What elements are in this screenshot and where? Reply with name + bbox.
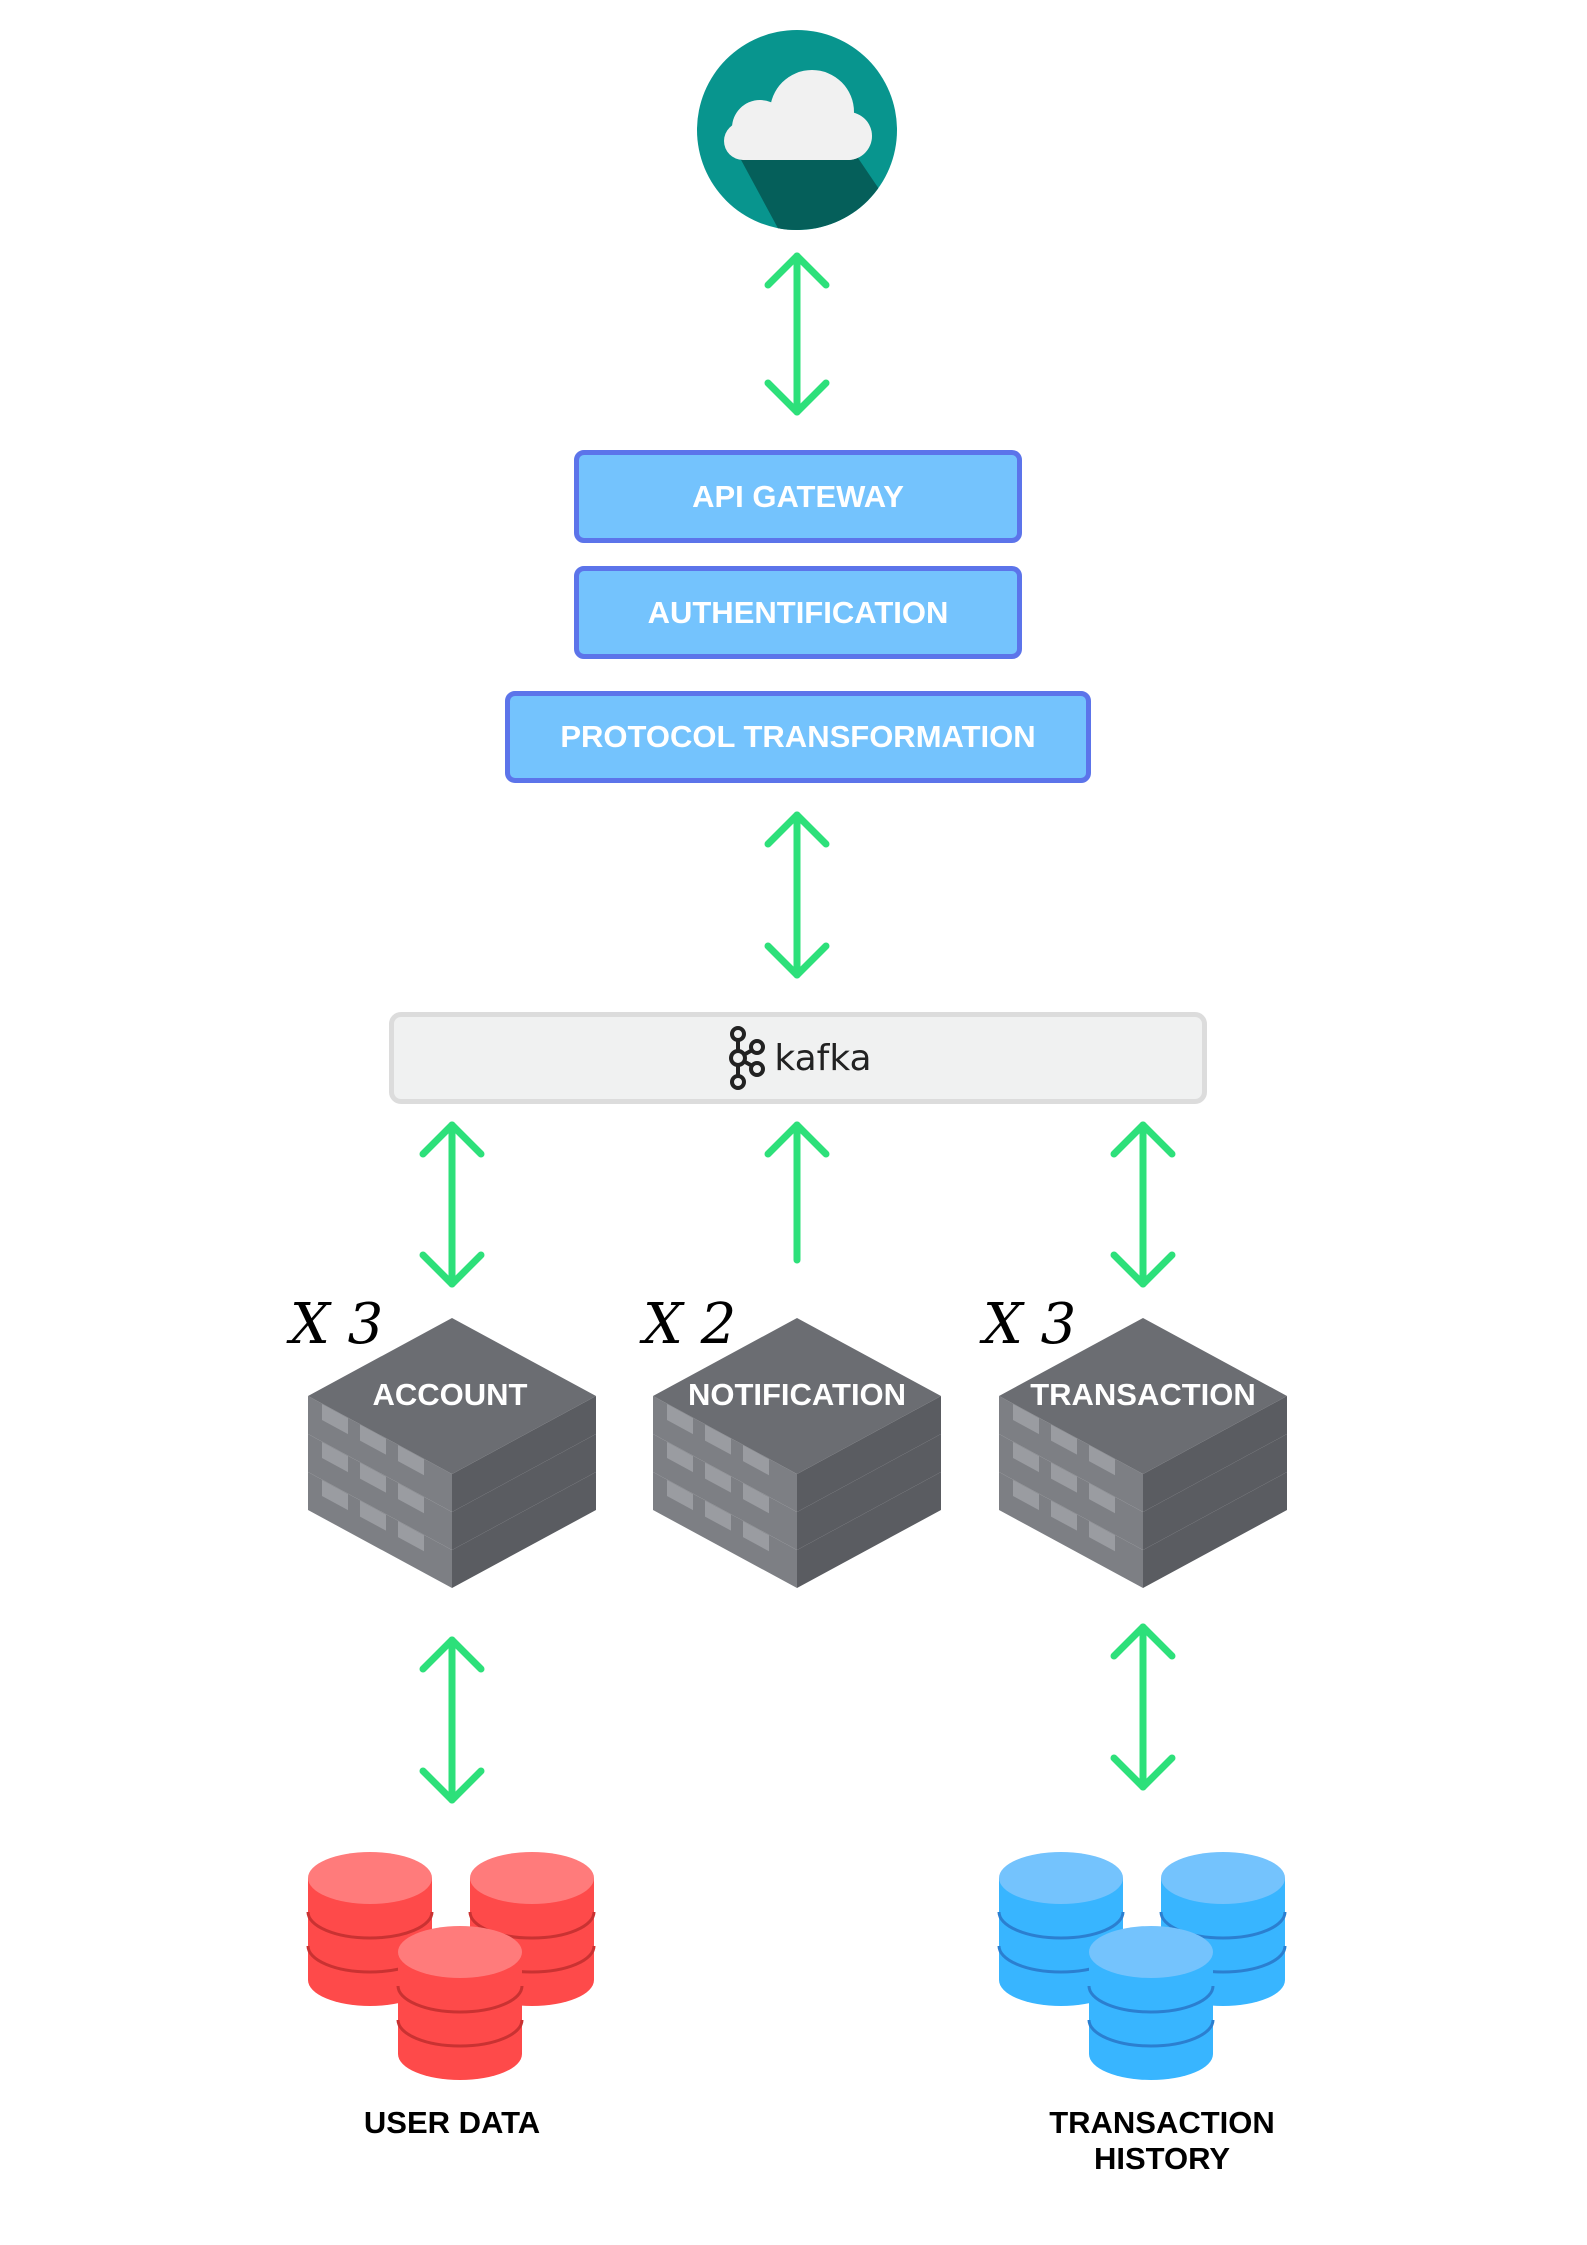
user-data-label-line1: USER DATA (363, 2105, 541, 2140)
arrow-kafka-account (419, 1121, 485, 1288)
kafka-label: kafka (774, 1037, 872, 1079)
server-stack-icon (653, 1318, 941, 1588)
notification-replica-count: X 2 (643, 1292, 737, 1357)
database-cylinders-icon (306, 1852, 596, 2080)
server-stack-icon (308, 1318, 596, 1588)
transaction-service-label: TRANSACTION (1030, 1377, 1256, 1412)
kafka-broker-bar: kafka (389, 1012, 1207, 1104)
notification-service-label: NOTIFICATION (687, 1377, 907, 1412)
arrow-account-userdata (419, 1636, 485, 1804)
transaction-history-label-line1: TRANSACTION (1049, 2105, 1275, 2140)
authentication-label: AUTHENTIFICATION (647, 594, 949, 630)
authentication-box: AUTHENTIFICATION (574, 566, 1022, 659)
transaction-replica-count: X 3 (983, 1292, 1077, 1357)
arrow-transaction-history (1110, 1623, 1176, 1791)
database-cylinders-icon (997, 1852, 1287, 2080)
protocol-transformation-box: PROTOCOL TRANSFORMATION (505, 691, 1091, 783)
arrow-kafka-transaction (1110, 1121, 1176, 1288)
transaction-history-label: TRANSACTION HISTORY (1012, 2105, 1312, 2177)
cloud-icon (697, 30, 897, 230)
account-replica-count: X 3 (290, 1292, 384, 1357)
server-stack-icon (999, 1318, 1287, 1588)
arrow-cloud-gateway (764, 252, 830, 416)
account-service-label: ACCOUNT (372, 1377, 528, 1412)
api-gateway-box: API GATEWAY (574, 450, 1022, 543)
user-data-label: USER DATA (302, 2105, 602, 2141)
transaction-history-label-line2: HISTORY (1093, 2141, 1231, 2176)
arrow-gateway-kafka (764, 811, 830, 979)
arrow-notification-kafka (764, 1121, 830, 1264)
protocol-transformation-label: PROTOCOL TRANSFORMATION (560, 719, 1036, 754)
kafka-logo-icon (729, 1026, 766, 1090)
api-gateway-label: API GATEWAY (692, 478, 904, 514)
